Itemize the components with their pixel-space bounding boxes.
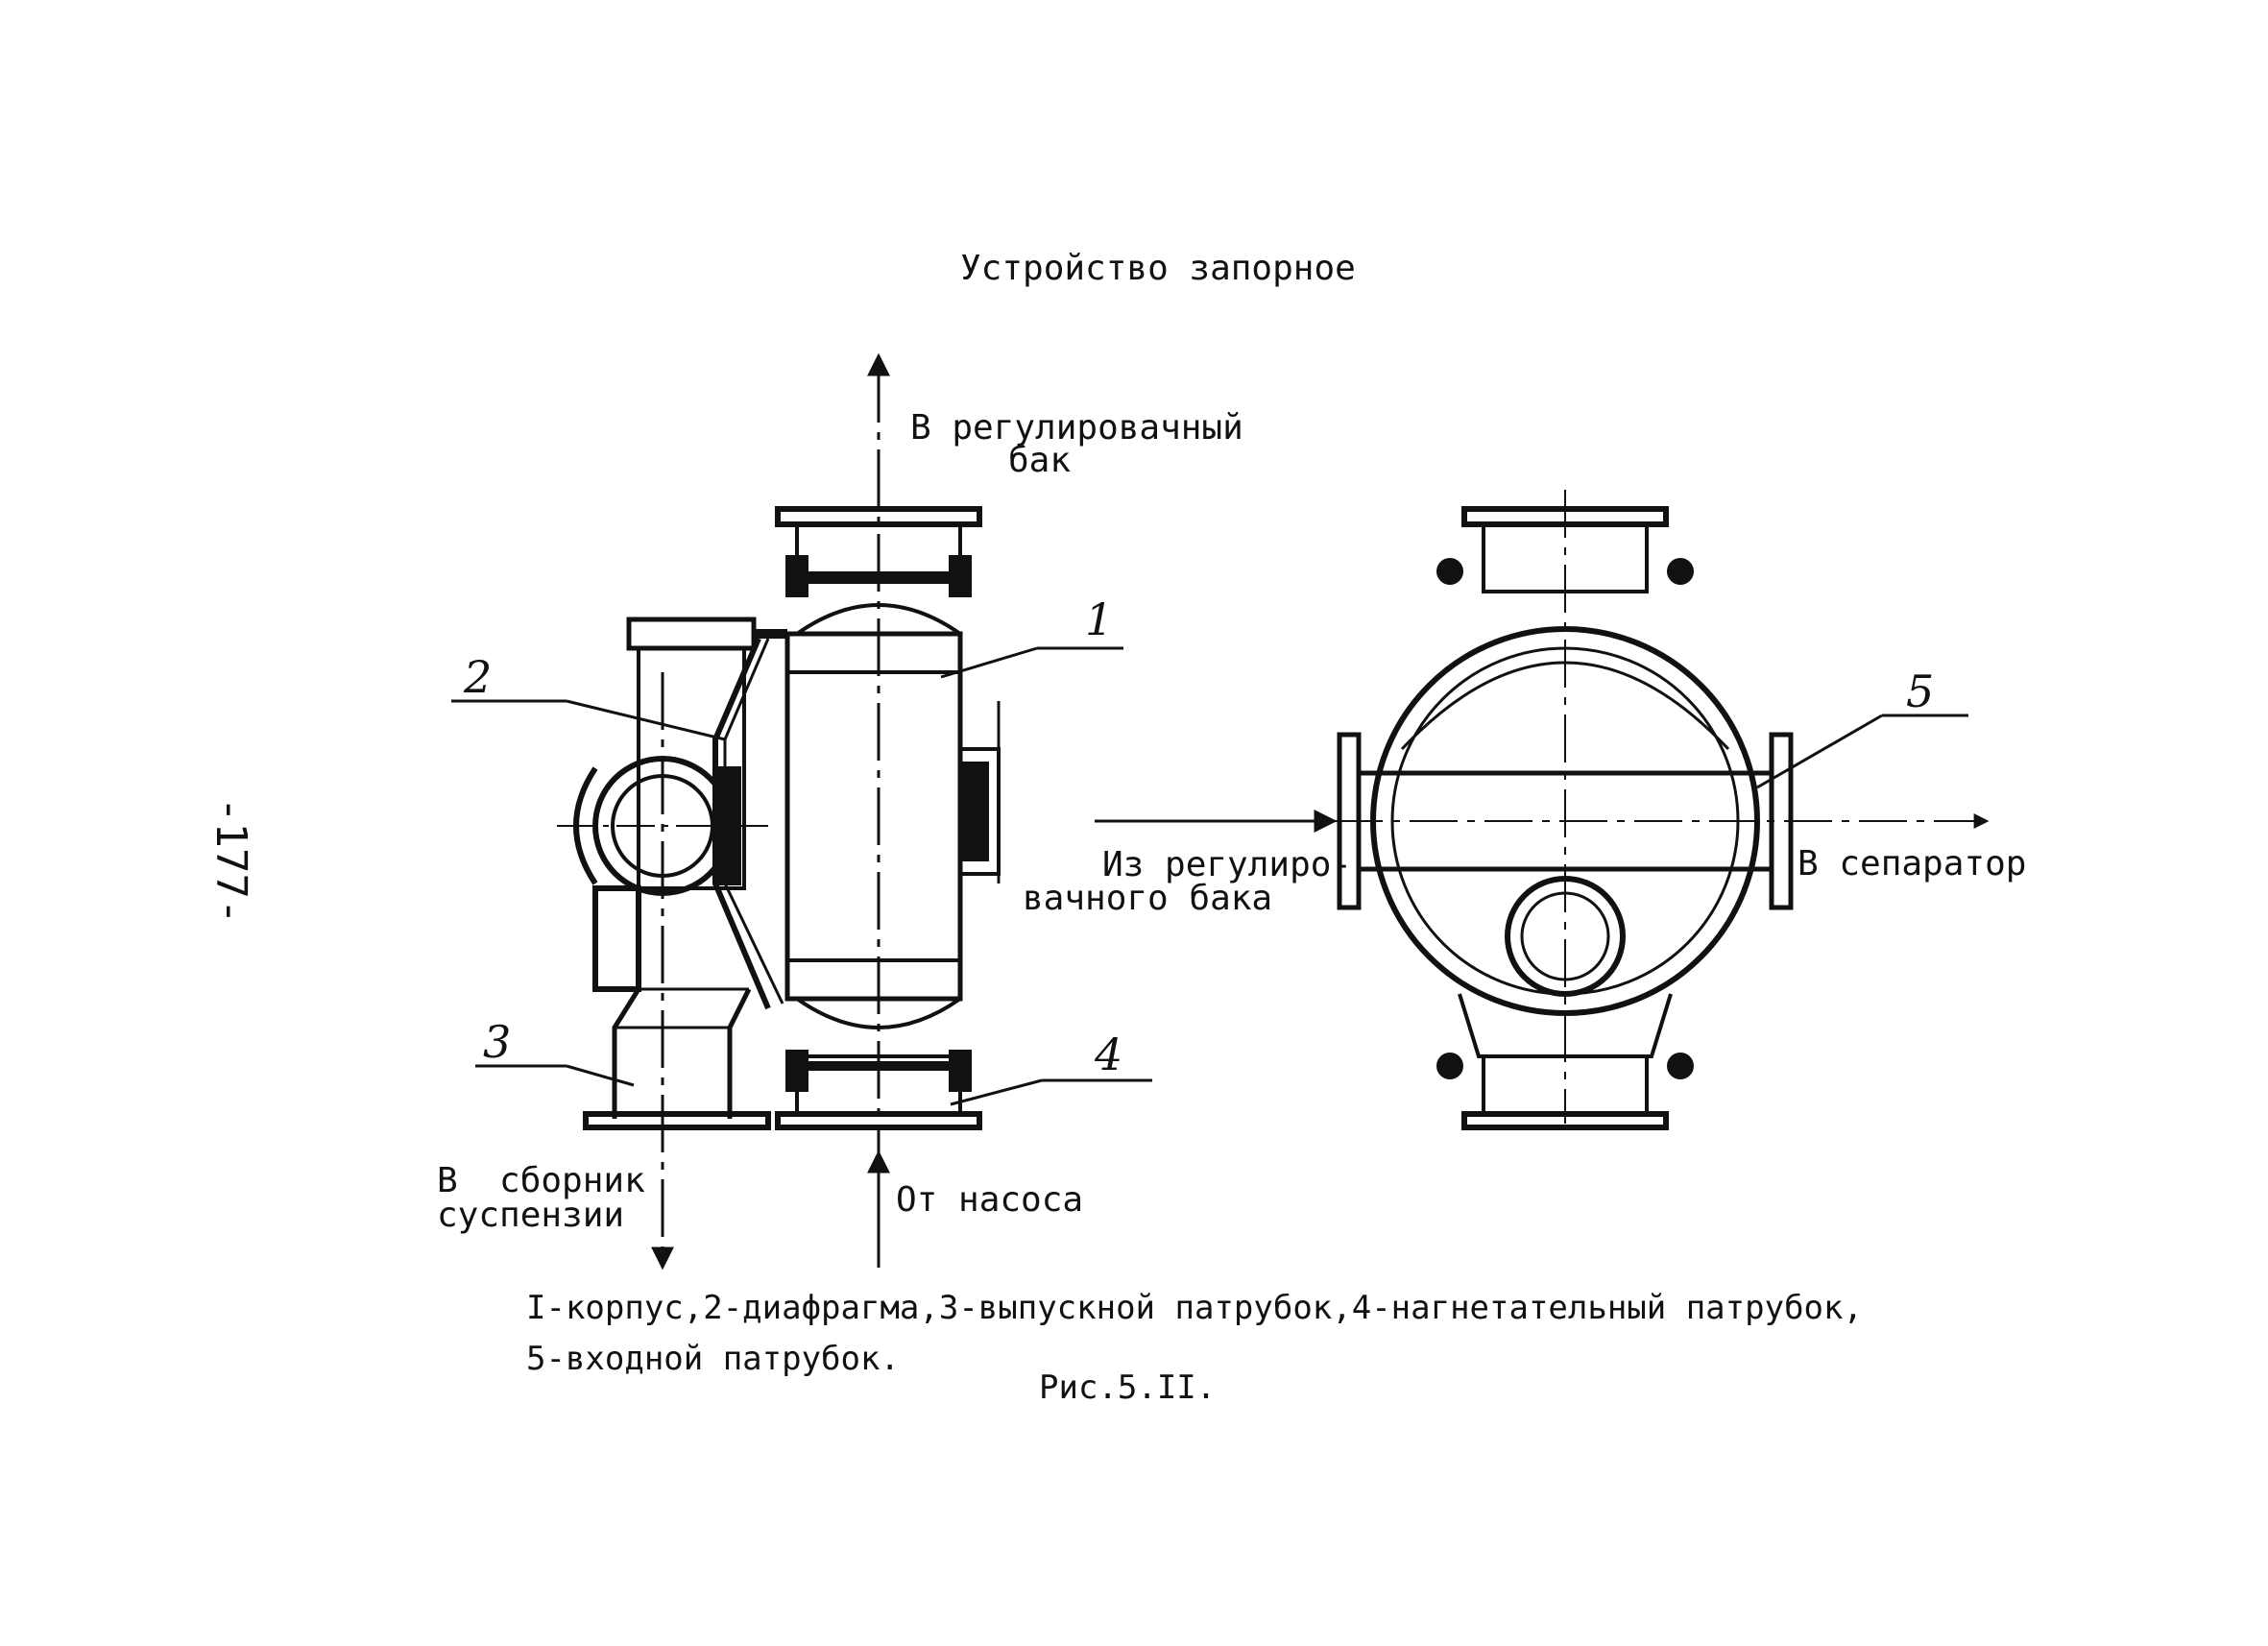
label-to-collector: В сборник <box>437 1161 645 1200</box>
legend-line-2: 5-входной патрубок. <box>526 1340 900 1378</box>
legend-line-1: I-корпус,2-диафрагма,3-выпускной патрубо… <box>526 1289 1863 1327</box>
callout-2: 2 <box>464 651 493 703</box>
label-from-pump: От насоса <box>896 1180 1084 1220</box>
front-view <box>1095 490 1990 1130</box>
callout-3: 3 <box>483 1016 512 1068</box>
label-to-regulating-tank: В регулировачный <box>910 408 1243 448</box>
side-view <box>451 352 1152 1271</box>
figure-caption: Рис.5.II. <box>1039 1368 1217 1407</box>
label-to-separator: В сепаратор <box>1798 844 2027 884</box>
page-title: Устройство запорное <box>960 249 1356 288</box>
callout-4: 4 <box>1095 1029 1123 1080</box>
label-to-collector-2: суспензии <box>437 1196 625 1235</box>
callout-5: 5 <box>1906 666 1935 717</box>
label-to-regulating-tank-2: бак <box>1008 441 1072 480</box>
callout-1: 1 <box>1085 593 1114 645</box>
label-from-regulating-tank-2: вачного бака <box>1023 879 1273 918</box>
label-from-regulating-tank: Из регулиро- <box>1102 845 1353 884</box>
